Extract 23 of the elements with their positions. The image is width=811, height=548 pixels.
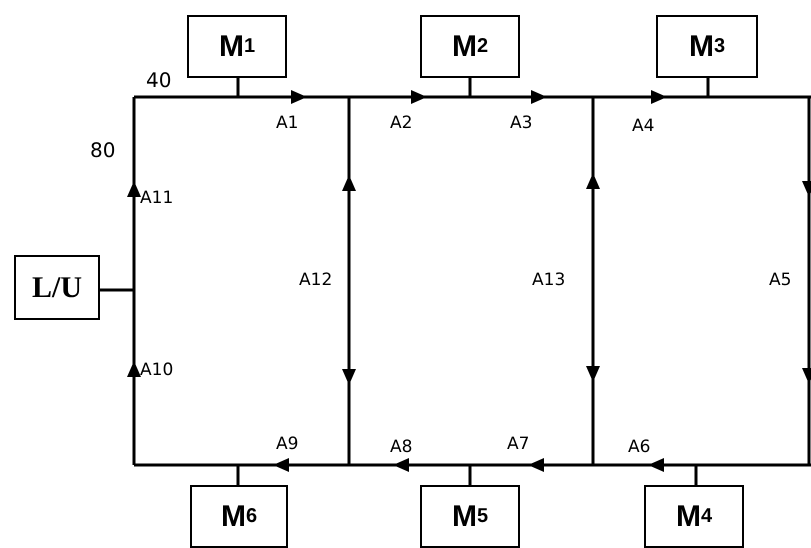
connector-line bbox=[706, 78, 710, 97]
arc-label: A7 bbox=[507, 434, 530, 454]
arc-label: A8 bbox=[390, 437, 412, 457]
connector-line bbox=[100, 288, 134, 292]
connector-line bbox=[236, 78, 240, 97]
connector-line bbox=[468, 78, 472, 97]
arc-label: A2 bbox=[390, 113, 412, 133]
station-box: L/U bbox=[14, 255, 100, 320]
arc-label: A5 bbox=[769, 270, 792, 290]
arc-label: A4 bbox=[632, 116, 654, 136]
dimension-label: 40 bbox=[146, 70, 172, 90]
arc-label: A3 bbox=[510, 113, 532, 133]
connector-line bbox=[694, 465, 698, 485]
connector-line bbox=[236, 465, 240, 485]
arc-label: A11 bbox=[140, 188, 174, 208]
arc-label: A6 bbox=[628, 437, 650, 457]
arc-label: A12 bbox=[299, 270, 332, 290]
connector-line bbox=[468, 465, 472, 485]
dimension-label: 80 bbox=[90, 140, 116, 160]
arc-label: A9 bbox=[276, 434, 298, 454]
arc-label: A10 bbox=[140, 360, 174, 380]
arc-label: A13 bbox=[532, 270, 566, 290]
arc-label: A1 bbox=[276, 113, 298, 133]
